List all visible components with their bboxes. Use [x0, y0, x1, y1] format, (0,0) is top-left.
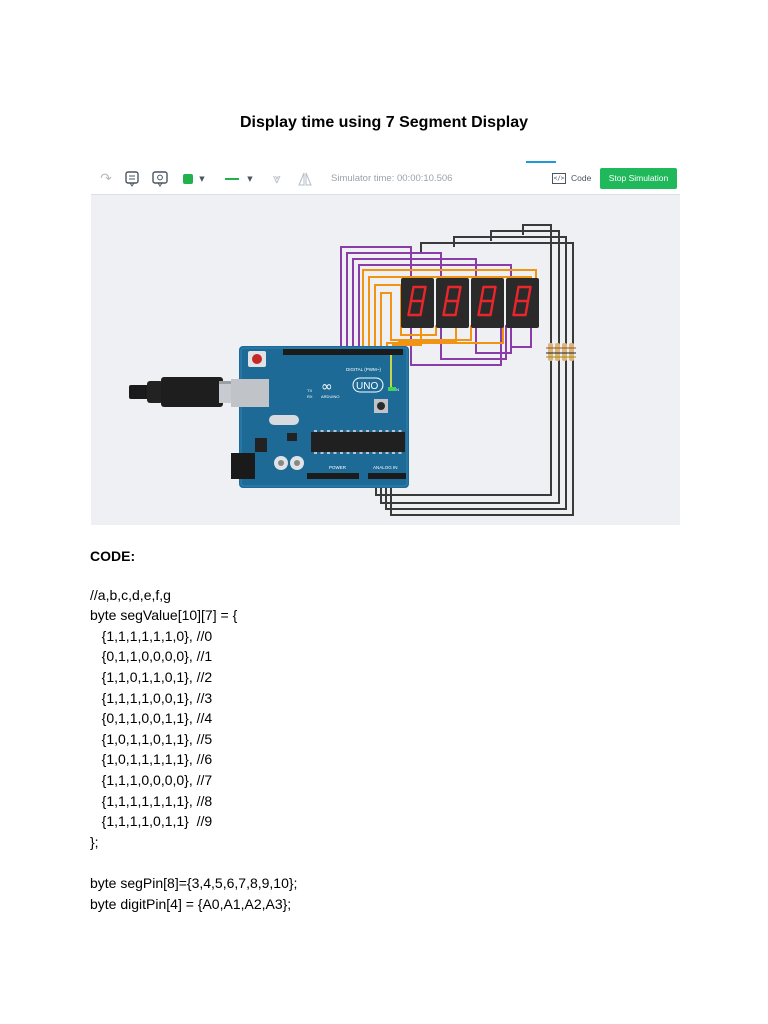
arduino-uno-board[interactable]: ∞ UNO DIGITAL (PWM~) ARDUINO TX RX ON PO…: [231, 346, 409, 488]
code-line: {0,1,1,0,0,0,0}, //1: [90, 648, 213, 665]
simulator-time: Simulator time: 00:00:10.506: [331, 173, 453, 184]
chevron-down-icon: ▼: [199, 174, 205, 183]
document-title: Display time using 7 Segment Display: [239, 114, 529, 131]
code-line: byte segValue[10][7] = {: [90, 607, 238, 624]
seven-segment-digit[interactable]: [471, 278, 504, 328]
simulator-panel: ↷ ▼ ▼ ⩔ Simulator time: 00:00:10.506 </>…: [91, 163, 680, 525]
color-picker-icon[interactable]: ▼: [179, 163, 209, 194]
stop-simulation-button[interactable]: Stop Simulation: [600, 168, 677, 189]
seven-segment-digit[interactable]: [436, 278, 469, 328]
code-line: //a,b,c,d,e,f,g: [90, 586, 171, 603]
code-line: {1,1,0,1,1,0,1}, //2: [90, 668, 213, 685]
code-line: byte segPin[8]={3,4,5,6,7,8,9,10};: [90, 874, 298, 891]
code-line: [90, 852, 690, 873]
code-line: byte digitPin[4] = {A0,A1,A2,A3};: [90, 895, 292, 912]
seven-segment-digit[interactable]: [506, 278, 539, 328]
simulator-toolbar: ↷ ▼ ▼ ⩔ Simulator time: 00:00:10.506 </>…: [91, 163, 680, 195]
code-section: CODE: //a,b,c,d,e,f,g byte segValue[10][7…: [90, 546, 690, 914]
code-line: {1,1,1,1,1,1,0}, //0: [90, 627, 213, 644]
code-line: {1,1,1,0,0,0,0}, //7: [90, 771, 213, 788]
board-label-digital: DIGITAL (PWM~): [346, 367, 381, 372]
resistors[interactable]: [546, 343, 576, 361]
code-line: };: [90, 833, 99, 850]
code-line: {1,1,1,1,0,1,1} //9: [90, 813, 213, 830]
board-label-rx: RX: [307, 394, 313, 399]
code-line: {1,0,1,1,0,1,1}, //5: [90, 730, 213, 747]
board-label-on: ON: [393, 387, 399, 392]
notes-visibility-icon[interactable]: [149, 163, 171, 194]
svg-text:∞: ∞: [321, 379, 333, 395]
code-line: {1,0,1,1,1,1,1}, //6: [90, 751, 213, 768]
annotate-icon[interactable]: [121, 163, 143, 194]
board-label-power: POWER: [329, 465, 347, 470]
flip-icon[interactable]: [295, 163, 315, 194]
rotate-icon[interactable]: ⩔: [273, 170, 281, 187]
board-label-analog: ANALOG IN: [373, 465, 398, 470]
code-line: {0,1,1,0,0,1,1}, //4: [90, 710, 213, 727]
code-line: {1,1,1,1,0,0,1}, //3: [90, 689, 213, 706]
board-label-uno: UNO: [356, 381, 378, 392]
seven-segment-displays[interactable]: [401, 278, 539, 328]
redo-icon[interactable]: ↷: [100, 170, 112, 187]
board-label-tx: TX: [307, 388, 312, 393]
code-button[interactable]: </> Code: [552, 171, 591, 186]
seven-segment-digit[interactable]: [401, 278, 434, 328]
code-line: {1,1,1,1,1,1,1}, //8: [90, 792, 213, 809]
circuit-canvas[interactable]: ∞ UNO DIGITAL (PWM~) ARDUINO TX RX ON PO…: [91, 195, 680, 525]
code-icon: </>: [552, 173, 566, 184]
chevron-down-icon: ▼: [247, 174, 253, 183]
line-style-icon[interactable]: ▼: [219, 163, 259, 194]
board-label-arduino: ARDUINO: [321, 394, 339, 399]
active-tab-indicator: [526, 161, 556, 164]
code-heading: CODE:: [90, 548, 136, 564]
code-button-label: Code: [571, 173, 592, 183]
